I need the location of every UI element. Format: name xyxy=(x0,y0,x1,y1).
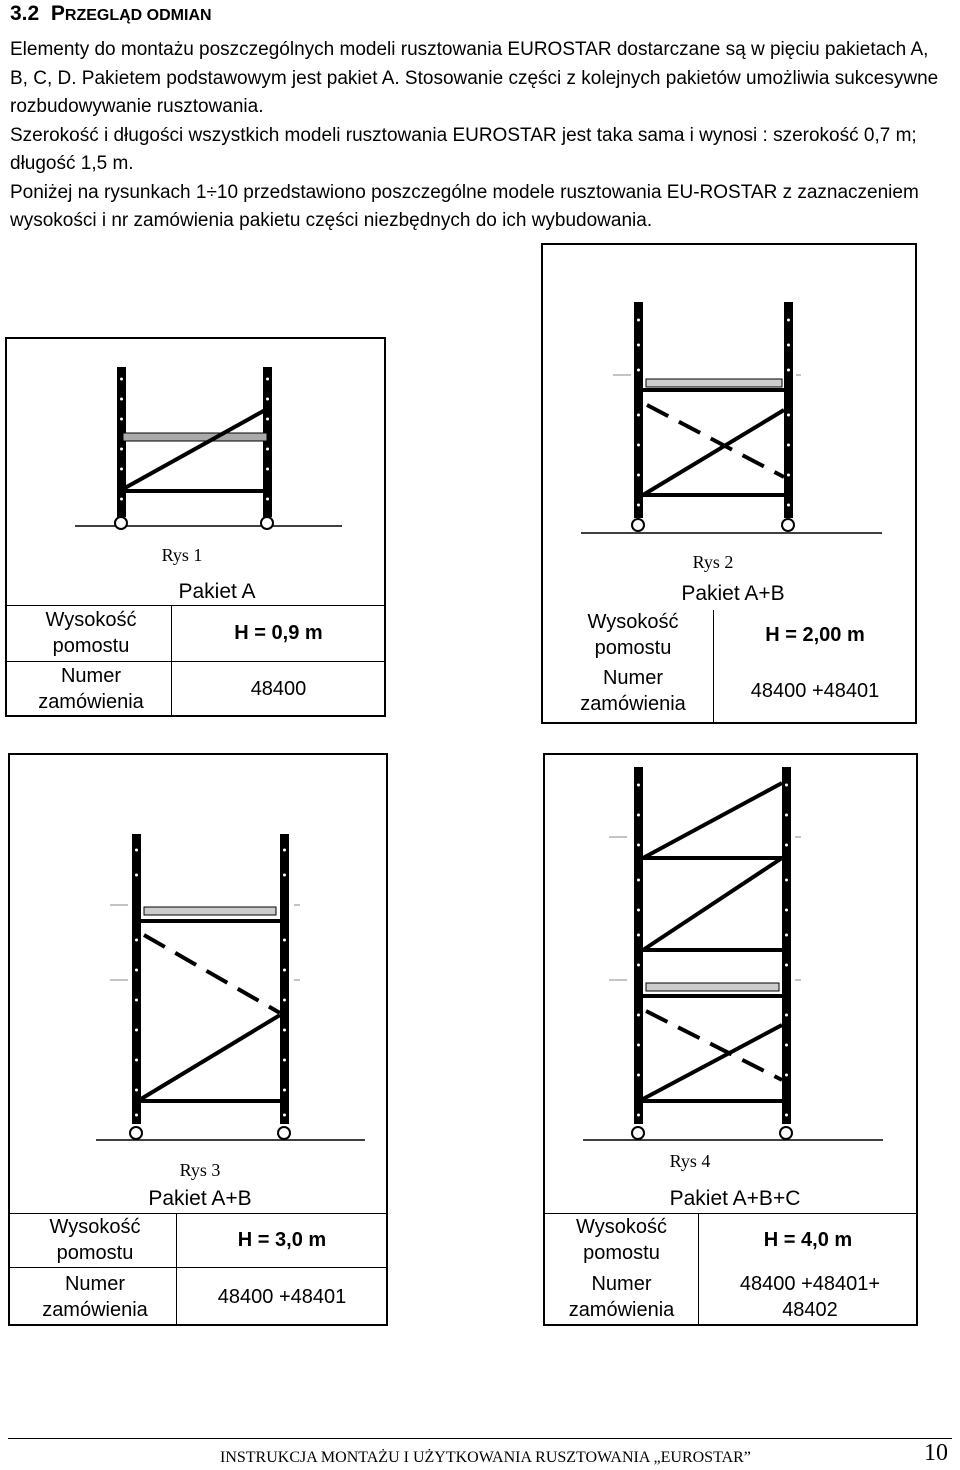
intro-paragraph-2: Szerokość i długości wszystkich modeli r… xyxy=(10,124,917,175)
figure-2-pakiet: Pakiet A+B xyxy=(681,582,785,605)
order-label: Numer zamówienia xyxy=(38,665,144,713)
figure-1-caption: Rys 1 xyxy=(161,545,203,565)
figure-2-caption: Rys 2 xyxy=(692,552,734,572)
height-label: Wysokość pomostu xyxy=(45,609,137,657)
height-value: H = 3,0 m xyxy=(237,1229,327,1251)
figure-3-caption: Rys 3 xyxy=(179,1160,221,1180)
section-heading: 3.2 PRZEGLĄD ODMIAN xyxy=(10,2,212,26)
intro-paragraph-1: Elementy do montażu poszczególnych model… xyxy=(10,39,939,117)
height-value: H = 0,9 m xyxy=(234,622,323,644)
order-label: Numer zamówienia xyxy=(580,667,686,715)
scaffold-drawing-2 xyxy=(581,302,882,534)
wheel-icon xyxy=(114,516,274,530)
footer-title: INSTRUKCJA MONTAŻU I UŻYTKOWANIA RUSZTOW… xyxy=(220,1449,751,1466)
height-value: H = 2,00 m xyxy=(765,624,865,646)
intro-text: Elementy do montażu poszczególnych model… xyxy=(10,36,945,236)
figure-1-pakiet: Pakiet A xyxy=(178,580,256,603)
order-value: 48400 xyxy=(250,678,307,700)
figure-4-caption: Rys 4 xyxy=(669,1151,711,1171)
height-value: H = 4,0 m xyxy=(763,1229,853,1251)
figure-4: Rys 4 Pakiet A+B+C Wysokość pomostu H = … xyxy=(543,753,918,1326)
section-title-rest: RZEGLĄD ODMIAN xyxy=(64,7,212,24)
order-value: 48400 +48401+ 48402 xyxy=(739,1272,881,1321)
scaffold-drawing-3 xyxy=(96,834,365,1141)
page-number: 10 xyxy=(924,1440,948,1466)
figure-3-pakiet: Pakiet A+B xyxy=(148,1187,252,1210)
intro-paragraph-3: Poniżej na rysunkach 1÷10 przedstawiono … xyxy=(10,181,919,232)
figure-4-pakiet: Pakiet A+B+C xyxy=(669,1187,801,1210)
height-label: Wysokość pomostu xyxy=(576,1216,667,1264)
section-title-first: P xyxy=(50,2,65,25)
order-label: Numer zamówienia xyxy=(568,1272,675,1321)
figure-1: Rys 1 Pakiet A Wysokość pomostu H = 0,9 … xyxy=(5,337,386,717)
order-value: 48400 +48401 xyxy=(217,1285,347,1308)
figure-2: Rys 2 Pakiet A+B Wysokość pomostu H = 2,… xyxy=(541,243,917,724)
order-label: Numer zamówienia xyxy=(42,1272,148,1321)
height-label: Wysokość pomostu xyxy=(587,611,679,659)
wheel-icon xyxy=(631,518,795,532)
height-label: Wysokość pomostu xyxy=(49,1216,141,1264)
wheel-icon xyxy=(129,1126,291,1140)
section-number: 3.2 xyxy=(10,2,40,25)
scaffold-drawing-1 xyxy=(75,367,342,530)
wheel-icon xyxy=(631,1126,793,1140)
order-value: 48400 +48401 xyxy=(750,680,880,702)
scaffold-drawing-4 xyxy=(583,767,883,1141)
footer-rule xyxy=(8,1438,952,1439)
figure-3: Rys 3 Pakiet A+B Wysokość pomostu H = 3,… xyxy=(8,753,388,1326)
